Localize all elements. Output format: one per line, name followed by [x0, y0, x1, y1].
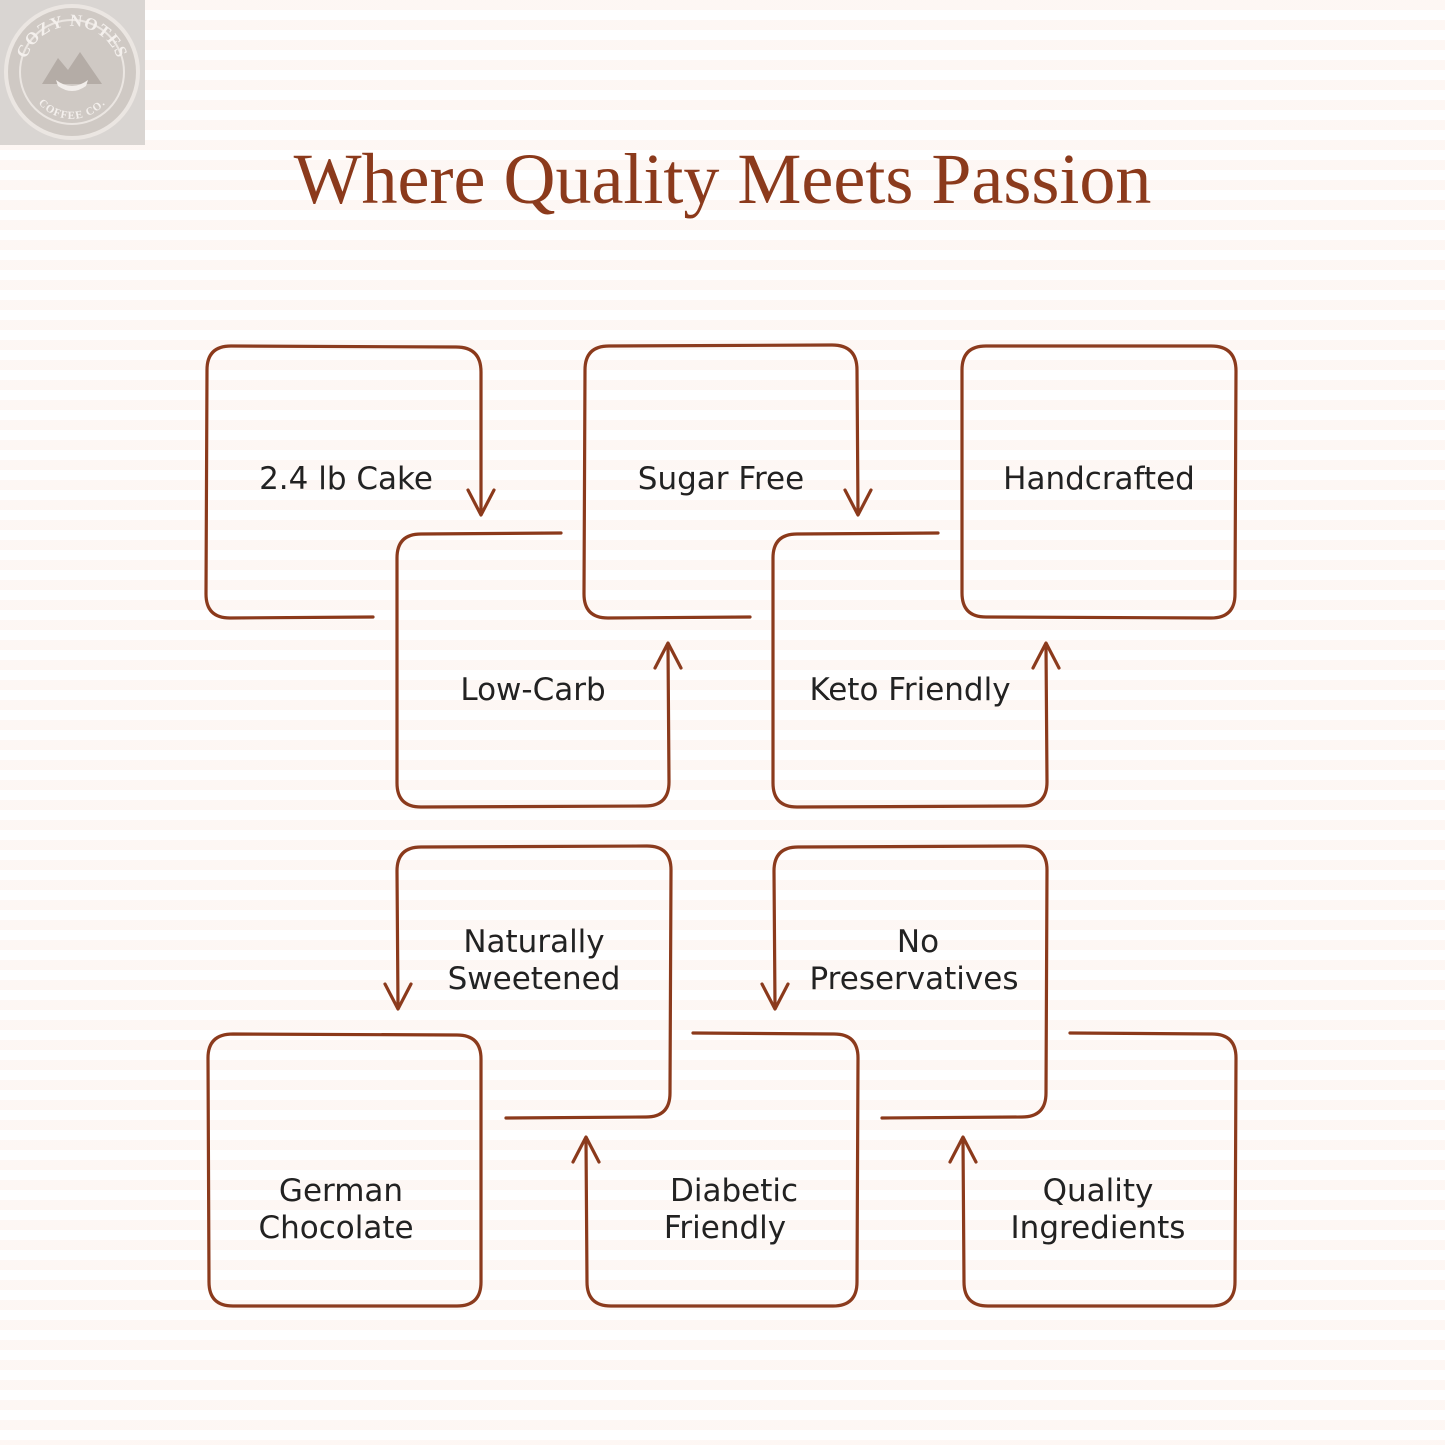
- box-naturally-sweetened: [395, 844, 673, 1120]
- arrow-up-icon: [1031, 641, 1061, 670]
- feature-label-keto-friendly: Keto Friendly: [809, 672, 1010, 708]
- box-low-carb: [395, 531, 671, 809]
- arrow-up-icon: [653, 641, 683, 670]
- box-handcrafted: [960, 344, 1238, 620]
- feature-label-preservatives: Preservatives: [810, 961, 1019, 997]
- arrow-down-icon: [760, 982, 790, 1011]
- feature-label-handcrafted: Handcrafted: [1003, 461, 1195, 497]
- box-no-preservatives: [772, 844, 1049, 1120]
- arrow-down-icon: [466, 488, 496, 517]
- arrow-down-icon: [843, 488, 873, 517]
- feature-label-no: No: [897, 924, 939, 960]
- feature-label-german: German: [279, 1173, 403, 1209]
- brand-logo: COZY NOTES COFFEE CO.: [0, 0, 145, 145]
- arrow-up-icon: [948, 1135, 978, 1164]
- box-sugar-free: [582, 343, 860, 620]
- arrow-up-icon: [571, 1135, 601, 1164]
- feature-labels: 2.4 lb Cake Sugar Free Handcrafted Low-C…: [258, 461, 1194, 1246]
- feature-label-sugar-free: Sugar Free: [638, 461, 804, 497]
- feature-label-cake: 2.4 lb Cake: [259, 461, 433, 497]
- box-german-chocolate: [206, 1032, 483, 1308]
- feature-label-sweetened: Sweetened: [448, 961, 621, 997]
- page-title: Where Quality Meets Passion: [293, 139, 1152, 219]
- arrow-down-icon: [383, 982, 413, 1011]
- feature-label-friendly: Friendly: [664, 1210, 786, 1246]
- feature-label-ingredients: Ingredients: [1011, 1210, 1186, 1246]
- box-keto-friendly: [771, 531, 1049, 809]
- feature-label-chocolate: Chocolate: [258, 1210, 413, 1246]
- logo-emblem-icon: COZY NOTES COFFEE CO.: [4, 4, 140, 140]
- feature-label-quality: Quality: [1043, 1173, 1154, 1209]
- box-quality-ingredients: [961, 1031, 1238, 1308]
- feature-label-low-carb: Low-Carb: [460, 672, 605, 708]
- box-cake-weight: [204, 344, 483, 620]
- feature-label-diabetic: Diabetic: [670, 1173, 798, 1209]
- feature-label-naturally: Naturally: [463, 924, 604, 960]
- box-diabetic-friendly: [584, 1031, 860, 1308]
